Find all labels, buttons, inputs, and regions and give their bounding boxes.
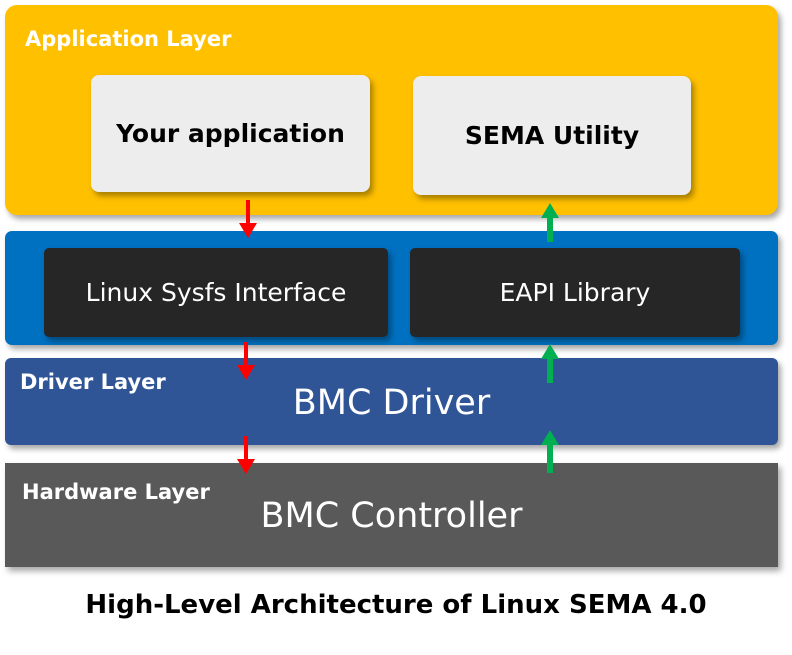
driver-layer-label: Driver Layer: [20, 370, 166, 394]
green-up-arrow-icon: [541, 203, 559, 242]
driver-layer: Driver Layer BMC Driver: [5, 358, 778, 445]
bmc-controller-label: BMC Controller: [260, 496, 523, 536]
red-down-arrow-icon: [239, 200, 257, 238]
sema-utility-label: SEMA Utility: [464, 121, 640, 150]
diagram-caption: High-Level Architecture of Linux SEMA 4.…: [85, 590, 707, 620]
hardware-layer-label: Hardware Layer: [22, 480, 210, 504]
your-application-label: Your application: [116, 119, 345, 148]
hardware-layer: Hardware Layer BMC Controller: [5, 463, 778, 567]
eapi-library-label: EAPI Library: [499, 278, 651, 307]
sema-utility-box: SEMA Utility: [413, 76, 691, 195]
red-down-arrow-icon: [237, 436, 255, 474]
application-layer-label: Application Layer: [25, 27, 232, 51]
green-up-arrow-icon: [541, 430, 559, 473]
linux-sysfs-interface-label: Linux Sysfs Interface: [85, 278, 347, 307]
green-up-arrow-icon: [541, 344, 559, 383]
bmc-driver-label: BMC Driver: [292, 383, 491, 423]
eapi-library-box: EAPI Library: [410, 248, 740, 337]
your-application-box: Your application: [91, 75, 370, 192]
red-down-arrow-icon: [237, 342, 255, 380]
linux-sysfs-interface-box: Linux Sysfs Interface: [44, 248, 388, 337]
